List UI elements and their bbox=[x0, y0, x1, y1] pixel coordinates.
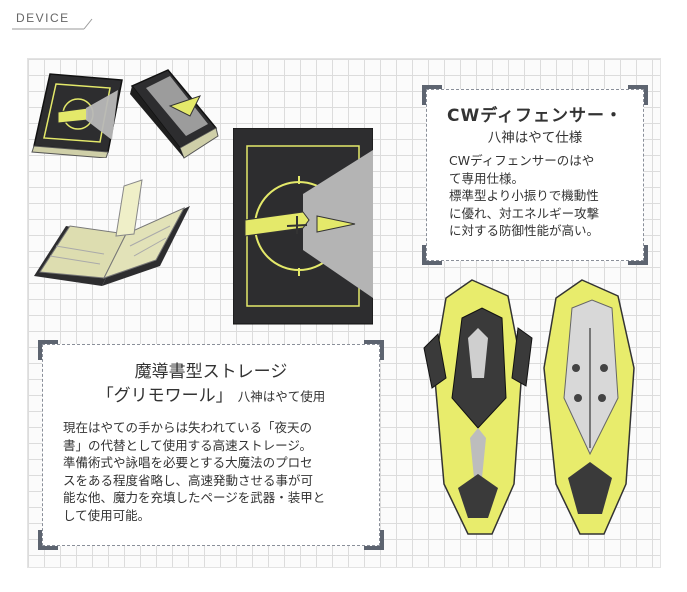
box-corner bbox=[628, 245, 648, 265]
open-book-illustration bbox=[34, 179, 190, 286]
box-corner bbox=[364, 340, 384, 360]
book-angled-illustration bbox=[130, 69, 219, 159]
box-corner bbox=[38, 530, 58, 550]
description-line: スをある程度省略し、高速発動させる事が可 bbox=[63, 472, 314, 488]
description-line: 現在はやての手からは失われている「夜天の bbox=[63, 420, 313, 435]
grimoire-subtitle: 「グリモワール」 八神はやて使用 bbox=[43, 381, 379, 406]
cw-defenser-info-box: CWディフェンサー・ 八神はやて仕様 CWディフェンサーのはや て専用仕様。 標… bbox=[422, 85, 648, 265]
description-line: 能な他、魔力を充填したページを武器・装甲と bbox=[63, 490, 326, 505]
box-corner bbox=[422, 245, 442, 265]
box-corner bbox=[364, 530, 384, 550]
description-line: CWディフェンサーのはや bbox=[449, 153, 595, 168]
grimoire-info-box: 魔導書型ストレージ 「グリモワール」 八神はやて使用 現在はやての手からは失われ… bbox=[38, 340, 384, 550]
tag-underline bbox=[12, 18, 93, 30]
description-line: 書」の代替として使用する高速ストレージ。 bbox=[63, 437, 313, 453]
book-front-illustration bbox=[31, 73, 123, 158]
description-line: 準備術式や詠唱を必要とする大魔法のプロセ bbox=[63, 455, 313, 470]
box-corner bbox=[38, 340, 58, 360]
section-tag: DEVICE bbox=[12, 8, 94, 30]
cw-defenser-title: CWディフェンサー・ bbox=[446, 106, 624, 126]
description-line: に優れ、対エネルギー攻撃 bbox=[449, 205, 600, 221]
description-line: に対する防御性能が高い。 bbox=[449, 223, 600, 238]
grimoire-user: 八神はやて使用 bbox=[237, 389, 326, 404]
cw-defenser-illustration bbox=[423, 279, 635, 535]
grimoire-name: 「グリモワール」 bbox=[96, 386, 233, 406]
description-line: 標準型より小振りで機動性 bbox=[449, 188, 599, 203]
description-line: して使用可能。 bbox=[63, 507, 151, 523]
description-line: て専用仕様。 bbox=[449, 170, 525, 186]
box-corner bbox=[628, 85, 648, 105]
book-cover-illustration bbox=[233, 128, 373, 325]
grimoire-title: 魔導書型ストレージ bbox=[134, 362, 288, 382]
box-corner bbox=[422, 85, 442, 105]
cw-defenser-description: CWディフェンサーのはや て専用仕様。 標準型より小振りで機動性 に優れ、対エネ… bbox=[449, 152, 639, 240]
grimoire-description: 現在はやての手からは失われている「夜天の 書」の代替として使用する高速ストレージ… bbox=[63, 419, 373, 524]
cw-defenser-subtitle: 八神はやて仕様 bbox=[487, 130, 583, 146]
section-tag-label: DEVICE bbox=[16, 11, 70, 25]
